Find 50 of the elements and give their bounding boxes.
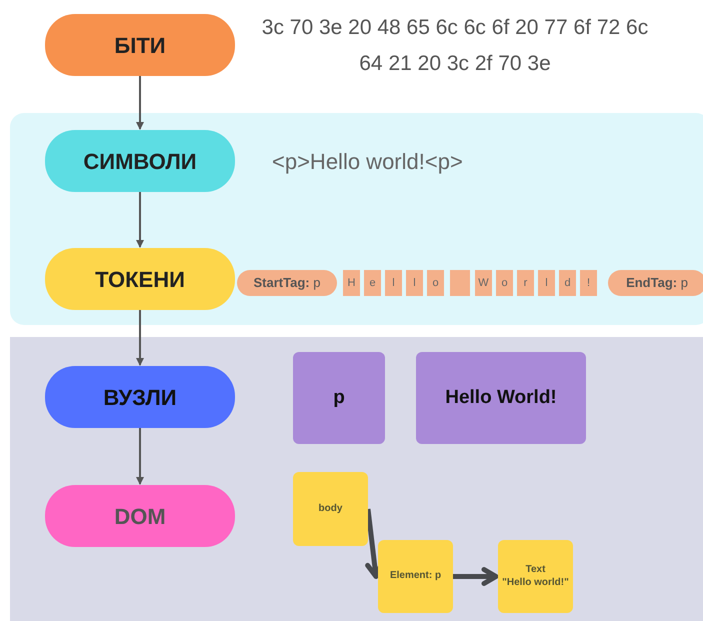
dom-node-label: body [318,502,342,516]
token-label: l [545,276,548,291]
node-label: Hello World! [445,386,557,410]
character-token [559,270,576,296]
arrow [453,567,498,586]
dom-node-label: "Hello world!" [502,576,569,589]
arrow [136,310,144,366]
dom-node-label: Element: p [390,570,442,583]
character-token [343,270,360,296]
token-label: ! [586,276,590,291]
character-token [517,270,534,296]
character-token [496,270,513,296]
character-token [364,270,381,296]
node-label: p [333,386,345,410]
dom-node-label: Text [526,564,546,576]
token-label: e [369,276,376,291]
tag-token [237,270,337,296]
token-label: d [564,276,571,291]
token-label: l [413,276,416,291]
stage-label: ВУЗЛИ [103,384,177,412]
stage-label: DOM [114,502,166,530]
node-box [416,352,586,444]
character-token [538,270,555,296]
token-label: EndTag: p [626,274,688,292]
token-label: l [392,276,395,291]
html-source-text: <p>Hello world!<p> [272,148,463,176]
node-box [293,352,385,444]
stage-label: СИМВОЛИ [83,148,197,176]
arrow [136,428,144,485]
dom-node-box [378,540,453,613]
token-label: H [348,276,356,291]
token-label: o [432,276,439,291]
dom-node-box [498,540,573,613]
arrow [136,76,144,130]
character-token [406,270,423,296]
character-token [427,270,444,296]
stage-label: ТОКЕНИ [95,266,185,294]
dom-node-box [293,472,368,546]
blank-token [450,270,470,296]
token-label: r [524,276,528,291]
character-token [475,270,492,296]
character-token [580,270,597,296]
stage-label: БІТИ [114,32,166,60]
tag-token [608,270,703,296]
hex-bytes-text: 3c 70 3e 20 48 65 6c 6c 6f 20 77 6f 72 6c 64 21 20 3c 2f 70 3e [260,15,650,77]
token-label: W [478,276,489,291]
character-token [385,270,402,296]
token-label: StartTag: p [254,274,320,292]
arrow [136,192,144,248]
token-label: o [501,276,508,291]
